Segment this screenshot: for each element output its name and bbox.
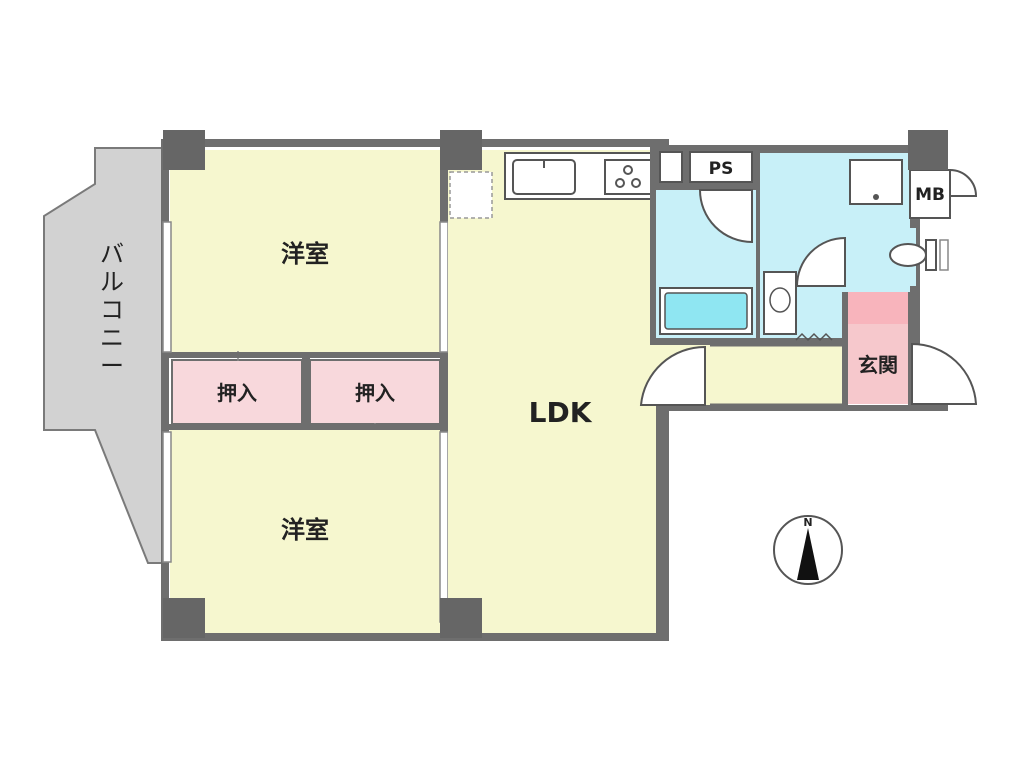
pipe-space-label: PS [709,159,734,179]
balcony-label-glyph: ー [100,352,124,380]
pipe-space [689,151,753,183]
balcony-area [43,147,164,564]
meter-box [909,169,951,219]
toilet-icon [889,239,937,271]
compass: N [773,515,843,585]
washbasin-icon [763,271,797,335]
entrance-label: 玄関 [858,353,898,377]
corridor [704,343,848,407]
balcony-label-glyph: バ [100,240,124,268]
closet-left-label: 押入 [217,381,257,405]
balcony-label: バルコニー [100,240,124,380]
western-room-top [170,150,442,355]
pillar [163,598,205,638]
meter-box-label: MB [915,185,945,205]
compass-north-label: N [803,516,812,529]
pillar [440,598,482,638]
balcony-label-glyph: コ [100,296,124,324]
north-arrow-icon [797,528,819,580]
western-room-bottom-label: 洋室 [281,516,329,544]
ldk-extension [448,405,660,633]
western-room-bottom [170,430,442,633]
washer-space-icon [849,159,903,205]
refrigerator-space [449,171,493,219]
pillar [908,130,948,170]
balcony-label-glyph: ニ [100,324,124,352]
closet-right [309,359,441,425]
closet-right-label: 押入 [355,381,395,405]
stove-icon [604,159,652,195]
western-room-top-label: 洋室 [281,240,329,268]
ldk-label: LDK [529,396,593,429]
pillar [440,130,482,170]
pillar [163,130,205,170]
balcony-label-glyph: ル [100,268,124,296]
